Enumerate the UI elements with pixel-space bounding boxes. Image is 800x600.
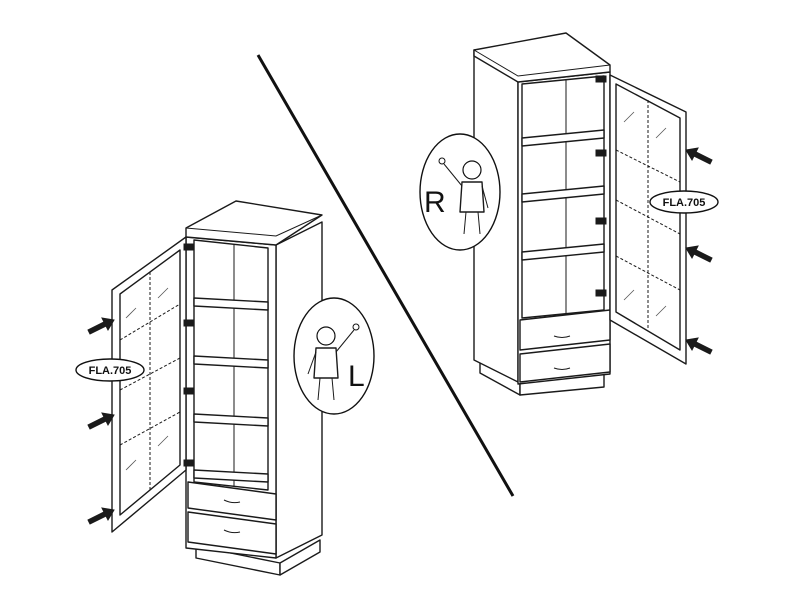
- left-hinges: [183, 243, 195, 467]
- right-part-label: FLA.705: [649, 190, 719, 214]
- left-arrows: [87, 317, 115, 525]
- left-side-letter: L: [348, 360, 365, 393]
- separator-line: [256, 54, 515, 497]
- right-door: [609, 74, 687, 365]
- right-arrows: [685, 147, 713, 355]
- left-part-label: FLA.705: [75, 358, 145, 382]
- right-worker-badge: R: [419, 133, 501, 251]
- left-worker-badge: L: [293, 297, 375, 415]
- left-door: [111, 236, 187, 533]
- left-part-label-text: FLA.705: [89, 365, 132, 377]
- right-part-label-text: FLA.705: [663, 197, 706, 209]
- right-hinges: [595, 75, 607, 297]
- left-cabinet: [185, 200, 323, 576]
- right-side-letter: R: [424, 186, 446, 219]
